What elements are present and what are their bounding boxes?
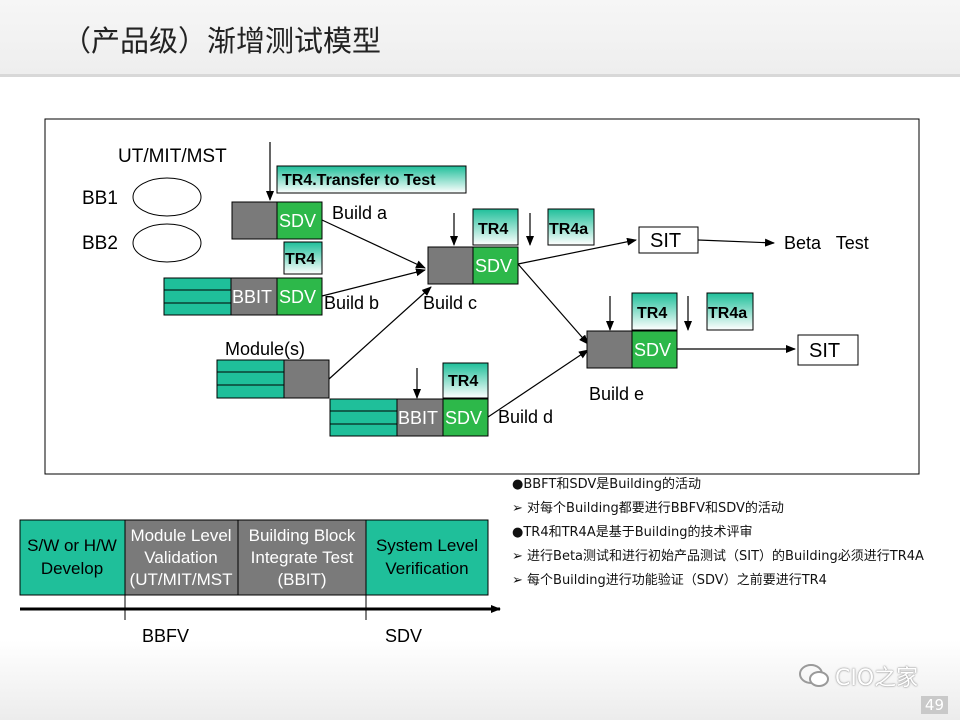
build-a-sdv-label: SDV [279,211,316,231]
build-a-label: Build a [332,203,388,223]
build-c-sdv [472,246,519,285]
phase-bbit-line2: Integrate Test [251,548,354,567]
beta-test-label: Beta Test [784,233,869,253]
bb2-ellipse [132,223,202,263]
phase-box-develop [19,519,126,596]
phase-system-line1: System Level [376,536,478,555]
tr4-transfer-box [276,165,467,194]
tr4-box-d [442,362,489,399]
phase-module-line2: Validation [144,548,217,567]
build-e-gray [586,330,633,369]
tr4a-box-c [547,208,595,246]
page-number: 49 [920,696,948,714]
tr4-transfer-label: TR4.Transfer to Test [282,172,436,189]
build-b-label: Build b [324,293,379,313]
build-e-sdv-label: SDV [634,340,671,360]
note-item: ➢ 对每个Building都要进行BBFV和SDV的活动 [512,501,784,516]
modules-label: Module(s) [225,339,305,359]
build-c-gray [427,246,474,285]
phase-develop-line1: S/W or H/W [27,536,117,555]
phase-bbit-line1: Building Block [249,526,356,545]
page-title: （产品级）渐增测试模型 [62,24,382,58]
build-e-label: Build e [589,384,644,404]
phase-box-system [365,519,489,596]
tr4-label-c: TR4 [478,221,508,238]
build-b-sdv-label: SDV [279,287,316,307]
note-item: ●TR4和TR4A是基于Building的技术评审 [512,525,753,540]
footer-band [0,640,960,720]
note-item: ●BBFT和SDV是Building的活动 [512,477,702,492]
tr4-box-b [283,241,323,275]
tr4a-label-e: TR4a [708,305,747,322]
sit-label-1: SIT [650,230,681,252]
sit-box-2 [797,334,859,366]
phase-develop-line2: Develop [41,559,103,578]
build-b-bbit [230,277,278,316]
build-d-sdv [442,398,489,437]
build-d-label: Build d [498,407,553,427]
note-item: ➢ 进行Beta测试和进行初始产品测试（SIT）的Building必须进行TR4… [512,549,924,564]
build-a-gray [231,201,278,240]
phase-bbit-line3: (BBIT) [277,570,326,589]
header-divider [0,74,960,77]
build-d-sdv-label: SDV [445,408,482,428]
watermark-text: CIO之家 [835,666,919,691]
arrow-d-to-e [487,349,589,418]
tr4-box-c [472,208,519,246]
tr4-label-e: TR4 [637,305,667,322]
build-b-teal [163,277,232,316]
tr4-label-d: TR4 [448,373,478,390]
phase-box-bbit [237,519,367,596]
bb1-ellipse [132,177,202,217]
build-c-label: Build c [423,293,477,313]
arrow-a-to-c [321,219,426,269]
arrow-c-to-sit1 [517,237,637,265]
arrow-sit1-to-beta [697,238,775,247]
sit-box-1 [638,226,699,254]
notes-list: ●BBFT和SDV是Building的活动 ➢ 对每个Building都要进行B… [512,476,932,596]
arrow-modules-to-c [328,286,432,380]
phase-box-module [124,519,239,596]
tr4-label-b: TR4 [285,251,315,268]
note-item: ➢ 每个Building进行功能验证（SDV）之前要进行TR4 [512,573,827,588]
incremental-test-diagram: UT/MIT/MST BB1 BB2 TR4.Transfer to Test … [19,118,920,620]
build-d-bbit-label: BBIT [398,408,438,428]
arrow-c-to-e [517,263,589,345]
bb2-label: BB2 [82,233,118,254]
phase-bar: S/W or H/W Develop Module Level Validati… [19,519,489,596]
build-c-sdv-label: SDV [475,256,512,276]
arrow-b-to-c [321,268,426,297]
phase-module-line1: Module Level [130,526,231,545]
modules-gray [283,359,330,399]
watermark: CIO之家 [793,660,918,692]
bb1-label: BB1 [82,188,118,209]
phase-system-line2: Verification [385,559,468,578]
build-b-bbit-label: BBIT [232,287,272,307]
ut-mit-mst-label: UT/MIT/MST [118,146,227,167]
wechat-icon [799,664,829,687]
build-b-sdv [276,277,323,316]
phase-module-line3: (UT/MIT/MST [130,570,233,589]
header-band [0,0,960,74]
tr4a-box-e [706,292,754,331]
tr4a-label-c: TR4a [549,221,588,238]
tr4-box-e [631,292,678,331]
sit-label-2: SIT [809,340,840,362]
build-d-teal [329,398,398,437]
modules-teal [216,359,285,399]
